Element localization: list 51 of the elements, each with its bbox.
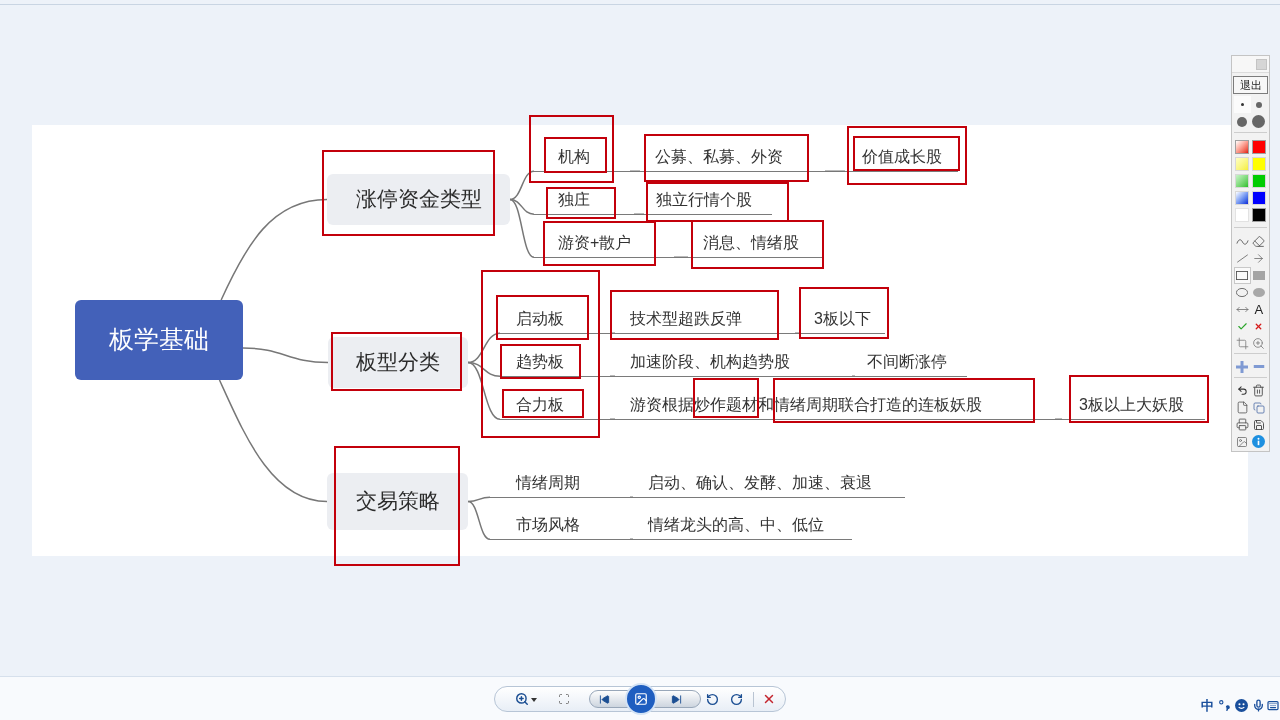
topic-text: 情绪龙头的高、中、低位 <box>648 515 824 535</box>
branch-line <box>633 213 645 215</box>
topic-text: 加速阶段、机构趋势股 <box>630 352 790 372</box>
topic-text: 公募、私募、外资 <box>655 147 783 167</box>
topic-box <box>328 337 468 388</box>
branch-line <box>509 198 535 215</box>
branch-line <box>509 170 535 201</box>
topic-text: 情绪周期 <box>516 473 580 493</box>
topic-text: 涨停资金类型 <box>355 186 482 213</box>
topic-text: 独庄 <box>558 190 590 210</box>
topic-text: 启动板 <box>516 309 564 329</box>
input-mode-text: 中 <box>1201 699 1214 712</box>
topic-text: 启动、确认、发酵、加速、衰退 <box>648 473 872 493</box>
topic-text: 合力板 <box>516 395 564 415</box>
topic-text: 3板以上大妖股 <box>1079 395 1184 415</box>
branch-line <box>242 347 329 364</box>
branch-line <box>218 379 328 503</box>
topic-text: 板学基础 <box>109 324 209 356</box>
text-tool-label: A <box>1254 303 1264 316</box>
topic-text: 游资+散户 <box>558 233 632 253</box>
branch-line <box>467 500 491 540</box>
topic-text: 交易策略 <box>355 488 440 515</box>
branch-line <box>851 375 856 377</box>
topic-text: 独立行情个股 <box>656 190 752 210</box>
root-topic-box <box>75 300 243 380</box>
branch-line <box>609 375 616 377</box>
topic-box <box>327 473 468 530</box>
branch-line <box>467 332 501 364</box>
branch-line <box>629 170 641 172</box>
topic-text: 机构 <box>558 147 590 167</box>
topic-text: 游资根据炒作题材和情绪周期联合打造的连板妖股 <box>630 395 982 415</box>
branch-line <box>609 332 616 334</box>
branch-line <box>629 496 634 498</box>
topic-text: 3板以下 <box>814 309 871 329</box>
branch-line <box>220 198 328 301</box>
branch-line <box>794 332 801 334</box>
topic-text: 市场风格 <box>516 515 580 535</box>
branch-line <box>1054 418 1063 420</box>
branch-line <box>467 361 501 420</box>
topic-text: 板型分类 <box>356 349 440 376</box>
topic-text: 技术型超跌反弹 <box>630 309 742 329</box>
topic-box <box>327 174 510 225</box>
topic-text: 消息、情绪股 <box>703 233 799 253</box>
topic-text: 趋势板 <box>516 352 564 372</box>
branch-line <box>824 170 846 172</box>
branch-line <box>673 256 689 258</box>
topic-text: 不间断涨停 <box>867 352 947 372</box>
exit-button: 退出 <box>1233 76 1268 94</box>
topic-text: 价值成长股 <box>862 147 942 167</box>
branch-line <box>609 418 616 420</box>
branch-line <box>629 538 634 540</box>
